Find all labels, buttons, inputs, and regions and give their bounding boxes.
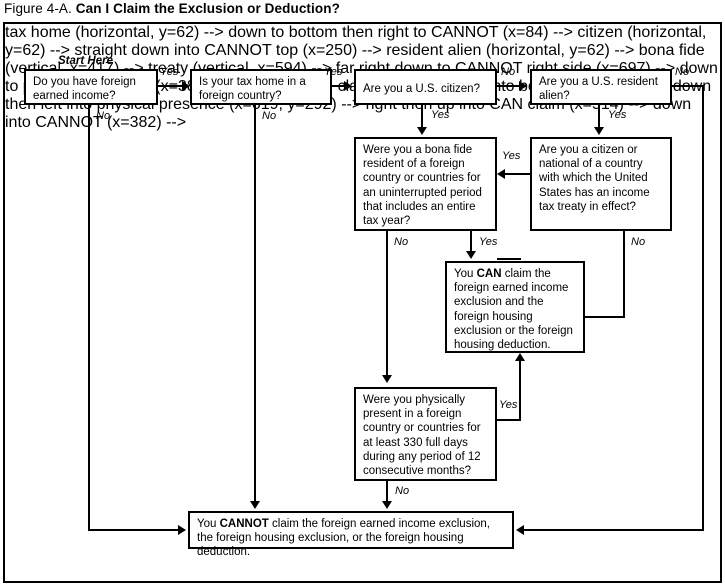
node-tax-home-text: Is your tax home in a foreign country? [199, 76, 306, 103]
node-us-citizen-text: Are you a U.S. citizen? [363, 83, 480, 95]
edge-label-alien-no: No [675, 66, 690, 78]
edge-physical-yes-vline [519, 359, 521, 420]
edge-label-alien-yes: Yes [608, 109, 627, 121]
edge-treaty-no-vline [623, 231, 625, 318]
edge-taxhome-yes-line [332, 85, 346, 87]
edge-physical-yes-hline [497, 258, 521, 260]
edge-citizen-no-line [497, 85, 521, 87]
edge-alien-yes-vline [598, 105, 600, 129]
node-cannot-claim-text-pre: You [197, 518, 220, 530]
edge-bonafide-yes-vline [470, 231, 472, 253]
edge-citizen-yes-arrow [417, 127, 427, 135]
node-physical-presence-text: Were you physically present in a foreign… [363, 394, 481, 478]
edge-alien-yes-arrow [594, 127, 604, 135]
edge-bonafide-no-vline [386, 231, 388, 377]
edge-label-physical-no: No [395, 485, 410, 497]
edge-label-physical-yes: Yes [499, 399, 518, 411]
figure-title: Can I Claim the Exclusion or Deduction? [75, 1, 340, 16]
node-tax-home[interactable]: Is your tax home in a foreign country? [190, 69, 332, 105]
figure-caption: Figure 4-A. Can I Claim the Exclusion or… [4, 1, 704, 19]
node-can-claim-emphasis: CAN [476, 268, 502, 280]
node-can-claim-text-pre: You [454, 268, 477, 280]
edge-label-taxhome-no: No [262, 110, 277, 122]
edge-label-bonafide-yes: Yes [479, 236, 498, 248]
edge-physical-no-vline [386, 481, 388, 503]
edge-label-taxhome-yes: Yes [324, 66, 343, 78]
node-can-claim[interactable]: You CAN claim the foreign earned income … [445, 261, 585, 353]
edge-alien-no-hline-bottom [524, 529, 704, 531]
edge-physical-yes-hline-left [497, 419, 521, 421]
node-us-resident-alien[interactable]: Are you a U.S. resident alien? [530, 69, 672, 105]
node-bona-fide-text: Were you a bona fide resident of a forei… [363, 144, 482, 228]
node-tax-treaty[interactable]: Are you a citizen or national of a count… [530, 137, 672, 231]
edge-bonafide-no-arrow [382, 375, 392, 383]
edge-physical-no-arrow [382, 501, 392, 509]
edge-income-yes-line [158, 85, 184, 87]
edge-income-no-vline [88, 105, 90, 530]
edge-taxhome-no-vline [254, 105, 256, 503]
edge-label-income-yes: Yes [160, 66, 179, 78]
edge-physical-yes-arrow [515, 353, 525, 361]
node-bona-fide[interactable]: Were you a bona fide resident of a forei… [354, 137, 497, 231]
edge-treaty-yes-hline [505, 173, 530, 175]
edge-label-citizen-no: No [501, 66, 516, 78]
start-here-label: Start Here [58, 55, 113, 67]
node-physical-presence[interactable]: Were you physically present in a foreign… [354, 387, 497, 481]
edge-citizen-no-arrow [519, 81, 527, 91]
edge-label-treaty-no: No [631, 236, 646, 248]
node-us-resident-alien-text: Are you a U.S. resident alien? [539, 76, 658, 103]
edge-bonafide-yes-arrow [466, 251, 476, 259]
edge-taxhome-yes-arrow [344, 81, 352, 91]
edge-income-yes-arrow [182, 81, 190, 91]
edge-alien-no-arrow [516, 525, 524, 535]
node-cannot-claim[interactable]: You CANNOT claim the foreign earned inco… [188, 511, 514, 558]
edge-citizen-yes-vline [421, 105, 423, 129]
node-us-citizen[interactable]: Are you a U.S. citizen? [354, 69, 497, 105]
edge-income-no-hline [88, 529, 180, 531]
edge-alien-no-hline-top [672, 85, 704, 87]
edge-label-treaty-yes: Yes [502, 150, 521, 162]
edge-treaty-yes-arrow [497, 169, 505, 179]
edge-taxhome-no-arrow [250, 501, 260, 509]
node-cannot-claim-text-post: claim the foreign earned income exclusio… [197, 518, 490, 559]
node-can-claim-text-post: claim the foreign earned income exclusio… [454, 268, 573, 352]
node-tax-treaty-text: Are you a citizen or national of a count… [539, 144, 650, 213]
figure-number: Figure 4-A. [4, 1, 72, 16]
edge-label-income-no: No [96, 110, 111, 122]
node-foreign-income-text: Do you have foreign earned income? [33, 76, 136, 103]
edge-label-citizen-yes: Yes [431, 109, 450, 121]
edge-income-no-arrow [178, 525, 186, 535]
node-cannot-claim-emphasis: CANNOT [219, 518, 269, 530]
node-foreign-income[interactable]: Do you have foreign earned income? [24, 69, 158, 105]
edge-alien-no-vline [702, 85, 704, 530]
diagram-frame: Start Here Do you have foreign earned in… [3, 22, 722, 583]
edge-label-bonafide-no: No [394, 236, 409, 248]
